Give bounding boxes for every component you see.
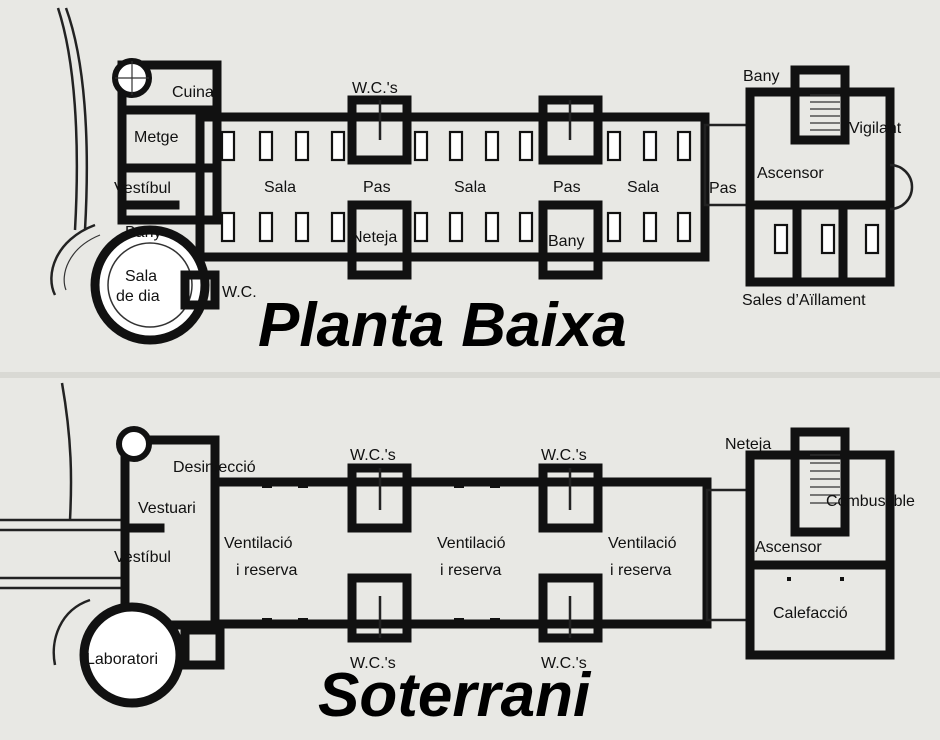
bed (606, 211, 622, 243)
access-path-curve (56, 7, 79, 231)
bed (606, 130, 622, 162)
bany-core (538, 200, 603, 280)
label-pas-2: Pas (553, 179, 581, 196)
title-soterrani: Soterrani (318, 661, 592, 730)
label-sala-3: Sala (627, 179, 659, 196)
beds-bottom-row (220, 211, 692, 243)
title-planta-baixa: Planta Baixa (258, 291, 627, 360)
label-wcs-top: W.C.'s (352, 80, 398, 97)
bed (258, 130, 274, 162)
beds-top-row (220, 130, 692, 162)
label-ventilacio-3-line1: Ventilació (608, 535, 677, 552)
basement-access-curve (60, 382, 73, 521)
basement-spiral-stair (116, 426, 152, 462)
basement-plan (0, 382, 895, 708)
label-vestuari: Vestuari (138, 500, 196, 517)
external-stair (50, 223, 96, 296)
column-mark (840, 577, 844, 581)
label-desinfeccio: Desinfecció (173, 459, 256, 476)
round-day-room (90, 225, 210, 345)
label-vestibul: Vestíbul (114, 180, 171, 197)
bed (448, 130, 464, 162)
bed (413, 130, 429, 162)
access-path-curve-inner (64, 7, 89, 231)
label-cuina: Cuina (172, 84, 214, 101)
bed (518, 130, 534, 162)
label-wcs-top-2: W.C.'s (541, 447, 587, 464)
bed (484, 130, 500, 162)
label-laboratori: Laboratori (86, 651, 158, 668)
label-ventilacio-1-line2: i reserva (236, 562, 297, 579)
bed (676, 130, 692, 162)
bed (258, 211, 274, 243)
label-ventilacio-2-line1: Ventilació (437, 535, 506, 552)
label-vigilant: Vigilant (849, 120, 902, 137)
external-stair-inner (63, 234, 101, 291)
sheet-divider (0, 372, 940, 378)
label-bany-right: Bany (743, 68, 779, 85)
column-mark (787, 577, 791, 581)
label-sala-de-dia-2: de dia (116, 288, 160, 305)
bed (676, 211, 692, 243)
bed (413, 211, 429, 243)
bed (220, 211, 236, 243)
laboratory-round-room (79, 602, 185, 708)
label-pas-3: Pas (709, 180, 737, 197)
label-sala-de-dia-1: Sala (125, 268, 157, 285)
label-ventilacio-2-line2: i reserva (440, 562, 501, 579)
bed (518, 211, 534, 243)
wc-left-walls (180, 270, 220, 310)
basement-labels: Desinfecció Vestuari Vestíbul Laboratori… (86, 436, 915, 672)
label-combustible: Combustible (826, 493, 915, 510)
label-sala-2: Sala (454, 179, 486, 196)
label-wcs-top-1: W.C.'s (350, 447, 396, 464)
bed (330, 211, 346, 243)
label-ventilacio-1-line1: Ventilació (224, 535, 293, 552)
isolation-wing-walls (745, 87, 895, 287)
left-wing-walls (117, 60, 222, 225)
neteja-core (347, 200, 412, 280)
label-wcs-bottom-1: W.C.'s (350, 655, 396, 672)
bed (294, 211, 310, 243)
basement-pillars (262, 478, 500, 628)
basement-external-stair (52, 598, 91, 666)
bed (642, 211, 658, 243)
label-neteja: Neteja (351, 229, 397, 246)
label-bany-mid: Bany (548, 233, 584, 250)
label-basement-vestibul: Vestíbul (114, 549, 171, 566)
bed (773, 223, 789, 255)
round-day-room-inner (107, 242, 193, 328)
bed (820, 223, 836, 255)
ground-floor-labels: Cuina Metge Vestíbul Bany Sala de dia W.… (114, 68, 902, 309)
bed (330, 130, 346, 162)
bed (864, 223, 880, 255)
bed (484, 211, 500, 243)
label-pas-1: Pas (363, 179, 391, 196)
label-calefaccio: Calefacció (773, 605, 848, 622)
label-metge: Metge (134, 129, 179, 146)
bed (294, 130, 310, 162)
label-ventilacio-3-line2: i reserva (610, 562, 671, 579)
label-sala-1: Sala (264, 179, 296, 196)
label-wcs-bottom-2: W.C.'s (541, 655, 587, 672)
basement-wc-block (180, 625, 225, 670)
label-wc-left: W.C. (222, 284, 257, 301)
label-basement-ascensor: Ascensor (755, 539, 822, 556)
label-sales-aillament: Sales d’Aïllament (742, 292, 866, 309)
label-basement-neteja: Neteja (725, 436, 771, 453)
label-bany-left: Bany (125, 224, 161, 241)
bay-window (889, 163, 914, 211)
basement-stair-core (790, 427, 850, 537)
bed (642, 130, 658, 162)
basement-stair-steps (810, 454, 840, 504)
bed (448, 211, 464, 243)
stair-core (790, 65, 850, 145)
ground-floor-plan (50, 7, 914, 345)
stair-steps (810, 94, 840, 131)
bed (220, 130, 236, 162)
label-ascensor: Ascensor (757, 165, 824, 182)
